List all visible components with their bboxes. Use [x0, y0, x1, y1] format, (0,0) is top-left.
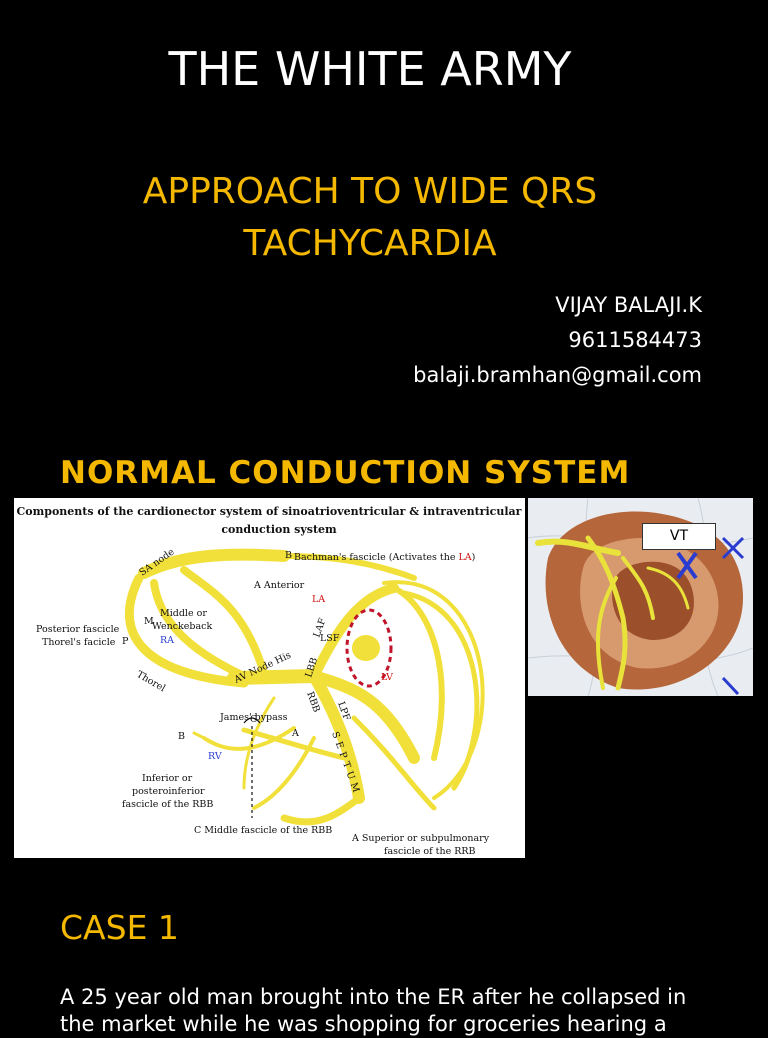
label-lsf: LSF — [320, 633, 340, 644]
author-phone: 9611584473 — [568, 328, 702, 352]
james-bypass-arc — [243, 717, 261, 724]
subtitle-line-1: APPROACH TO WIDE QRS — [142, 171, 598, 212]
diagram-title-2: conduction system — [221, 523, 337, 536]
heart-photo — [528, 498, 753, 696]
vt-label: VT — [642, 523, 716, 550]
label-p: P — [122, 636, 129, 647]
conduction-pathways — [124, 548, 485, 826]
label-c-top: C — [250, 714, 257, 725]
label-james-bypass: James' bypass — [219, 712, 288, 723]
label-anterior: A Anterior — [253, 580, 305, 591]
label-superior-1: A Superior or subpulmonary — [351, 833, 490, 844]
conduction-diagram-svg: Components of the cardionector system of… — [17, 505, 522, 857]
label-m: M — [144, 616, 154, 627]
section-heading: NORMAL CONDUCTION SYSTEM — [60, 455, 631, 491]
label-la: LA — [312, 594, 325, 605]
label-bachman-line: Bachman's fascicle (Activates the LA) — [294, 552, 475, 563]
author-name: VIJAY BALAJI.K — [555, 293, 702, 317]
label-inferior-3: fascicle of the RBB — [122, 799, 213, 810]
label-inferior-2: posteroinferior — [132, 786, 205, 797]
label-bachman-close: ) — [472, 552, 476, 563]
lsf-node-shape — [352, 635, 380, 661]
author-email: balaji.bramhan@gmail.com — [413, 363, 702, 387]
conduction-system-diagram: Components of the cardionector system of… — [14, 498, 525, 858]
label-superior-2: fascicle of the RRB — [384, 846, 476, 857]
label-bachman-la: LA — [459, 552, 472, 563]
label-posterior: Posterior fascicle — [36, 624, 120, 635]
slide-subtitle: APPROACH TO WIDE QRS TACHYCARDIA — [0, 166, 740, 270]
label-thorel-fascicle: Thorel's facicle — [42, 637, 116, 648]
label-bachman: Bachman's fascicle (Activates the — [294, 552, 456, 563]
label-bachman-b: B — [285, 550, 292, 561]
label-a-small: A — [291, 728, 299, 739]
slide-title: THE WHITE ARMY — [168, 42, 572, 96]
case-heading: CASE 1 — [60, 908, 179, 947]
label-wenckeback: Wenckeback — [152, 621, 212, 632]
label-lv: LV — [381, 672, 393, 683]
label-thorel-tract: Thorel — [135, 669, 168, 694]
diagram-title-1: Components of the cardionector system of… — [17, 505, 522, 518]
subtitle-line-2: TACHYCARDIA — [243, 223, 497, 264]
lv-dotted-ring — [345, 608, 393, 688]
label-ra: RA — [160, 635, 174, 646]
label-middle: Middle or — [160, 608, 207, 619]
case-description: A 25 year old man brought into the ER af… — [60, 985, 687, 1036]
label-middle-rbb: C Middle fascicle of the RBB — [194, 825, 332, 836]
label-b: B — [178, 731, 185, 742]
author-block: VIJAY BALAJI.K 9611584473 balaji.bramhan… — [413, 288, 702, 393]
heart-photo-svg — [528, 498, 753, 696]
label-rv: RV — [208, 751, 222, 762]
diagram-labels: SA node B Bachman's fascicle (Activates … — [36, 546, 490, 857]
label-inferior-1: Inferior or — [142, 773, 193, 784]
